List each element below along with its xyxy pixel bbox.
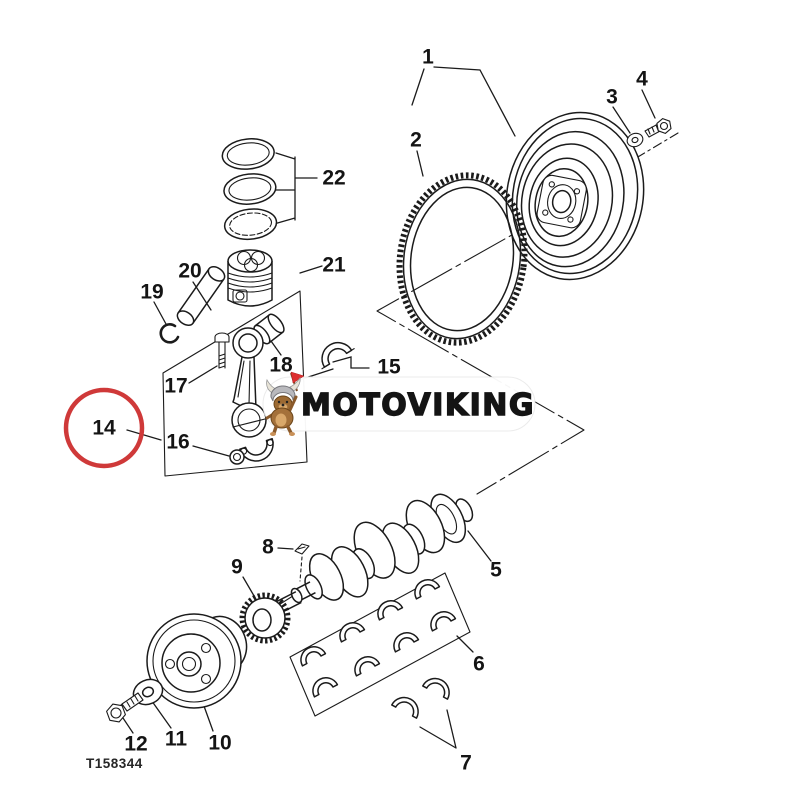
- callout-3: 3: [606, 86, 618, 109]
- callout-21: 21: [322, 254, 346, 277]
- leader-3: [612, 106, 631, 134]
- leader-8: [277, 547, 294, 550]
- flywheel-bolt: [644, 118, 672, 138]
- piston-pin: [176, 266, 226, 326]
- leader-17: [188, 365, 218, 384]
- rod-bearing-shell: [321, 341, 355, 370]
- rod-cap: [239, 437, 274, 462]
- leader-20: [192, 281, 212, 311]
- callout-14: 14: [92, 417, 116, 440]
- callout-19: 19: [140, 281, 163, 304]
- mascot-helmet: [270, 385, 296, 402]
- callout-2: 2: [410, 129, 422, 152]
- leader-1a: [411, 68, 425, 106]
- main-bearing-shells: [300, 579, 457, 698]
- pulley-bolt: [106, 692, 144, 723]
- watermark: MOTOVIKING: [262, 371, 536, 436]
- crank-gear: [239, 592, 291, 644]
- leader-19: [153, 301, 167, 325]
- highlight-circle: [63, 387, 145, 469]
- leader-2: [416, 150, 424, 177]
- callout-6: 6: [473, 653, 485, 676]
- key-axis: [299, 556, 303, 582]
- flywheel-washer: [626, 132, 644, 148]
- watermark-mascot viking-dog-logo: [265, 371, 305, 436]
- callout-4: 4: [636, 68, 648, 91]
- callout-11: 11: [165, 728, 188, 751]
- leader-15-bracket: [332, 356, 370, 369]
- leader-6: [456, 635, 474, 653]
- woodruff-key: [294, 543, 310, 555]
- piston: [227, 249, 273, 307]
- leader-22-bracket: [273, 152, 318, 225]
- leader-14: [126, 429, 162, 441]
- watermark-text: MOTOVIKING: [301, 388, 535, 423]
- callout-12: 12: [124, 733, 147, 756]
- leader-1b: [433, 66, 516, 137]
- callout-22: 22: [322, 167, 345, 190]
- snap-ring: [159, 323, 180, 344]
- leader-5: [467, 530, 492, 562]
- callout-20: 20: [178, 260, 201, 283]
- callout-10: 10: [208, 732, 231, 755]
- leader-12: [122, 717, 134, 734]
- callout-5: 5: [490, 559, 502, 582]
- leader-7: [419, 709, 457, 749]
- rod-bolt: [214, 332, 230, 369]
- callout-18: 18: [269, 354, 293, 377]
- callout-17: 17: [164, 375, 187, 398]
- callout-16: 16: [166, 431, 189, 454]
- callout-7: 7: [460, 752, 472, 775]
- flywheel: [505, 111, 645, 281]
- leader-4: [641, 89, 656, 119]
- rod-bushing: [253, 313, 285, 345]
- watermark-band: [262, 376, 536, 432]
- part-code: T158344: [86, 756, 143, 771]
- leader-21: [299, 265, 323, 274]
- connecting-rod: [231, 327, 267, 438]
- rod-nut: [229, 449, 245, 465]
- piston-rings: [221, 138, 278, 241]
- ring-gear: [396, 172, 528, 346]
- crankshaft: [290, 493, 474, 604]
- leader-16: [192, 445, 230, 457]
- callout-15: 15: [377, 356, 401, 379]
- leader-18: [270, 340, 282, 356]
- callout-1: 1: [422, 46, 434, 69]
- crank-pulley: [146, 613, 248, 709]
- thrust-washers: [391, 677, 450, 719]
- callout-8: 8: [262, 536, 274, 559]
- callout-9: 9: [231, 556, 243, 579]
